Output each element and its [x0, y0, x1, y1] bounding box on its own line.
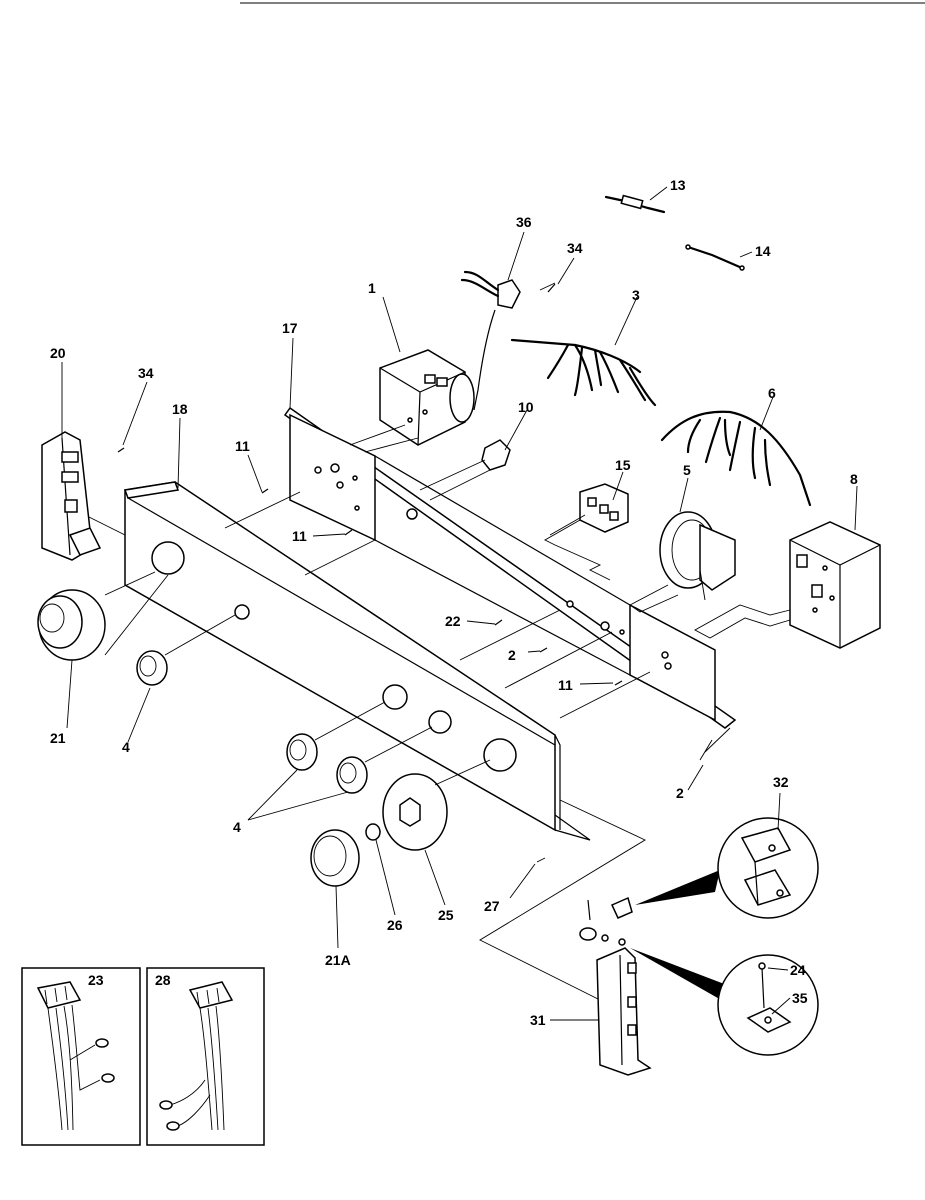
- label-31: 31: [530, 1012, 546, 1028]
- label-24: 24: [790, 962, 806, 978]
- label-20: 20: [50, 345, 66, 361]
- label-18: 18: [172, 401, 188, 417]
- console-panel: [123, 481, 591, 841]
- rear-panel: [283, 406, 737, 729]
- label-27: 27: [484, 898, 500, 914]
- label-10: 10: [518, 399, 534, 415]
- label-2a: 2: [508, 647, 516, 663]
- screws: [117, 283, 623, 686]
- label-17: 17: [282, 320, 298, 336]
- label-36: 36: [516, 214, 532, 230]
- detail-leaders: [767, 792, 791, 1015]
- label-4a: 4: [122, 739, 130, 755]
- pressure-switch: [629, 511, 736, 613]
- label-4b: 4: [233, 819, 241, 835]
- detail-callout-32: [635, 817, 819, 919]
- harness-6: [660, 410, 812, 507]
- detail-callout-24-35: [630, 948, 819, 1056]
- bezel-pair: [286, 701, 433, 794]
- label-13: 13: [670, 177, 686, 193]
- control-box: [694, 521, 881, 649]
- label-23: 23: [88, 972, 104, 988]
- label-11b: 11: [292, 528, 307, 544]
- label-34b: 34: [138, 365, 154, 381]
- terminal-block: [544, 483, 629, 581]
- knob-21a: [310, 829, 360, 887]
- dial-25: [382, 759, 491, 851]
- label-1: 1: [368, 280, 376, 296]
- label-3: 3: [632, 287, 640, 303]
- label-21a: 21A: [325, 952, 351, 968]
- push-switch: [419, 439, 511, 501]
- knob-21: [37, 571, 169, 661]
- harness-36: [460, 270, 556, 411]
- harness-3: [510, 338, 657, 407]
- label-25: 25: [438, 907, 454, 923]
- routing-line: [479, 727, 731, 1001]
- label-14: 14: [755, 243, 771, 259]
- inset-harness-28: [146, 967, 265, 1146]
- label-32: 32: [773, 774, 789, 790]
- jumper-wires: [604, 194, 745, 271]
- label-2b: 2: [676, 785, 684, 801]
- label-8: 8: [850, 471, 858, 487]
- label-34a: 34: [567, 240, 583, 256]
- label-21: 21: [50, 730, 66, 746]
- label-5: 5: [683, 462, 691, 478]
- label-35: 35: [792, 990, 808, 1006]
- washer-26: [365, 823, 381, 841]
- label-22: 22: [445, 613, 461, 629]
- label-11a: 11: [235, 438, 250, 454]
- label-6: 6: [768, 385, 776, 401]
- corner-bracket: [550, 896, 652, 1076]
- timer: [349, 349, 475, 453]
- label-28: 28: [155, 972, 171, 988]
- label-26: 26: [387, 917, 403, 933]
- side-bracket: [41, 431, 102, 561]
- leader-lines: [61, 186, 858, 949]
- label-15: 15: [615, 457, 631, 473]
- label-11c: 11: [558, 677, 573, 693]
- mount-lines: [84, 491, 651, 719]
- callout-labels: 1 2 2 3 4 4 5 6 8 10 11 11 11 13 14 15 1…: [50, 177, 858, 1028]
- bezel-single: [136, 614, 236, 686]
- inset-harness-23: [21, 967, 141, 1146]
